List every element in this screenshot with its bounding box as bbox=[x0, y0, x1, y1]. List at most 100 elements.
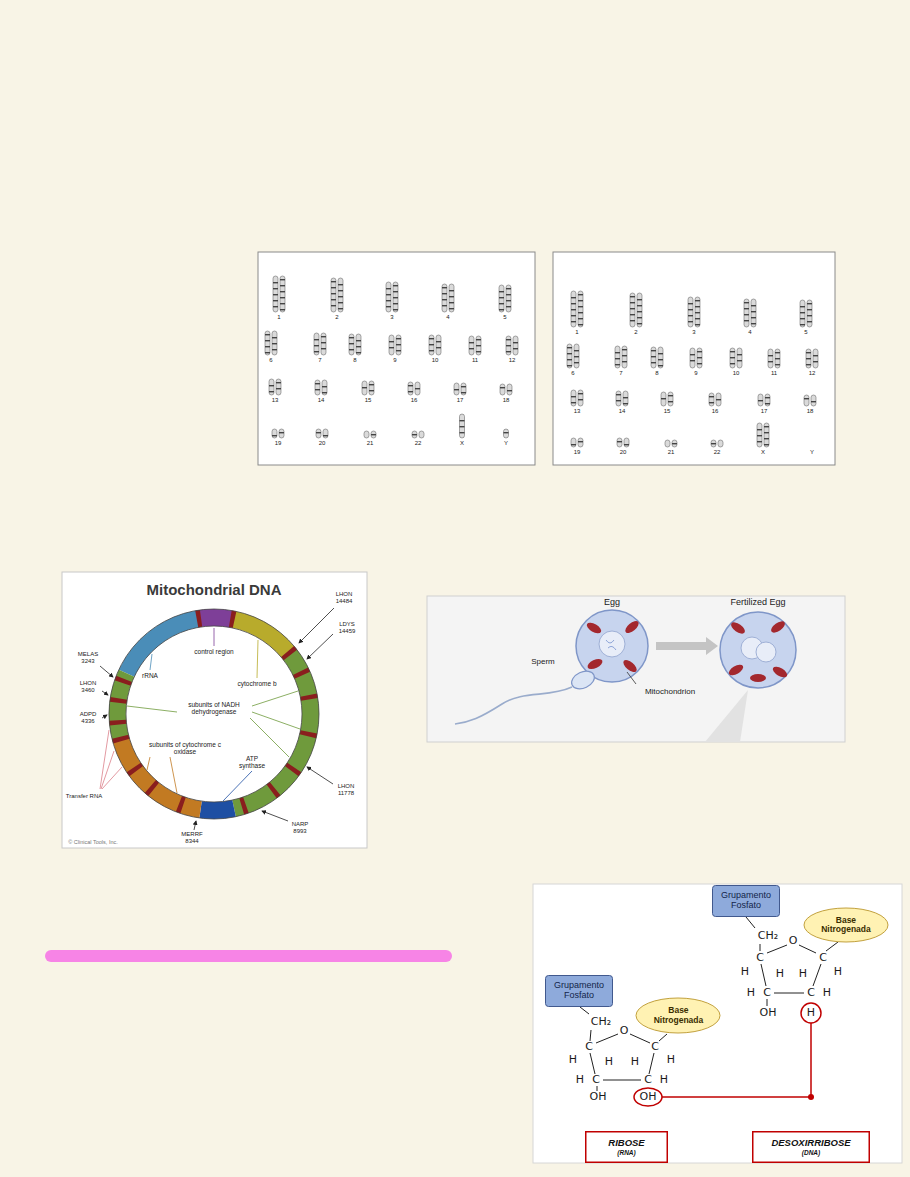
nucleus bbox=[756, 642, 776, 662]
node-text: DESOXIRRIBOSE bbox=[771, 1138, 850, 1148]
chromosome-number: 11 bbox=[771, 370, 777, 377]
chromosome-band bbox=[499, 291, 504, 292]
chromosome bbox=[269, 379, 274, 395]
chromosome bbox=[695, 297, 700, 327]
bond bbox=[590, 1030, 591, 1041]
region-label: control region bbox=[194, 648, 233, 655]
atom-symbol: H bbox=[834, 966, 842, 979]
base-ellipse: Base Nitrogenada bbox=[803, 907, 889, 943]
chromosome-number: 1 bbox=[277, 314, 280, 321]
chromosome bbox=[571, 390, 576, 406]
chromosome bbox=[697, 348, 702, 368]
chromosome-band bbox=[630, 302, 635, 303]
chromosome bbox=[506, 336, 511, 355]
chromosome-band bbox=[461, 386, 466, 387]
chromosome-band bbox=[765, 403, 770, 404]
chromosome-band bbox=[806, 352, 811, 353]
chromosome-band bbox=[272, 435, 277, 436]
chromosome-band bbox=[567, 359, 572, 360]
leader-line bbox=[252, 691, 298, 706]
chromosome-number: 11 bbox=[472, 357, 478, 364]
chromosome bbox=[637, 293, 642, 327]
atom-symbol: OH bbox=[760, 1007, 777, 1020]
chromosome-band bbox=[764, 438, 769, 439]
chromosome-band bbox=[393, 297, 398, 298]
chromosome-band bbox=[280, 309, 285, 310]
node-text: (DNA) bbox=[802, 1149, 820, 1156]
chromosome-band bbox=[499, 297, 504, 298]
mitochondrion bbox=[585, 621, 603, 636]
chromosome-band bbox=[314, 339, 319, 340]
chromosome-band bbox=[758, 400, 763, 401]
chromosome-band bbox=[807, 321, 812, 322]
chromosome-band bbox=[280, 279, 285, 280]
chromosome-band bbox=[813, 361, 818, 362]
chromosome bbox=[369, 381, 374, 395]
chromosome-band bbox=[322, 392, 327, 393]
ellipse-outline bbox=[804, 908, 888, 942]
callout-arrow bbox=[100, 666, 113, 677]
chromosome-band bbox=[695, 306, 700, 307]
chromosome-band bbox=[800, 306, 805, 307]
callout-arrow bbox=[262, 811, 288, 821]
mutation-label: ADPD 4336 bbox=[75, 711, 101, 725]
chromosome-band bbox=[757, 429, 762, 430]
chromosome-band bbox=[393, 291, 398, 292]
chromosome-band bbox=[436, 347, 441, 348]
chromosome-band bbox=[476, 345, 481, 346]
chromosome-band bbox=[513, 348, 518, 349]
chromosome-band bbox=[506, 351, 511, 352]
chromosome-band bbox=[500, 387, 505, 388]
atom-symbol: H bbox=[776, 968, 784, 981]
dna-segment bbox=[293, 667, 310, 678]
mitochondrion bbox=[729, 620, 747, 636]
sugar-label-box: RIBOSE(RNA) bbox=[585, 1131, 668, 1163]
chromosome-band bbox=[321, 336, 326, 337]
mitochondrion bbox=[727, 663, 745, 678]
chromosome bbox=[504, 429, 509, 438]
figure-title: Mitochondrial DNA bbox=[147, 581, 282, 598]
process-arrow bbox=[656, 642, 706, 650]
node-text: (RNA) bbox=[617, 1149, 635, 1156]
chromosome-band bbox=[454, 389, 459, 390]
chromosome bbox=[272, 331, 277, 355]
chromosome-band bbox=[316, 432, 321, 433]
chromosome-band bbox=[668, 395, 673, 396]
chromosome-band bbox=[506, 300, 511, 301]
chromosome-number: Y bbox=[504, 440, 508, 447]
chromosome-number: 3 bbox=[390, 314, 393, 321]
chromosome bbox=[279, 429, 284, 438]
chromosome-number: Y bbox=[810, 449, 814, 456]
chromosome bbox=[811, 395, 816, 406]
chromosome bbox=[622, 346, 627, 368]
atom-symbol: H bbox=[747, 987, 755, 1000]
leader-line bbox=[223, 771, 252, 801]
chromosome bbox=[688, 297, 693, 327]
chromosome-band bbox=[730, 357, 735, 358]
chromosome-band bbox=[637, 299, 642, 300]
chromosome bbox=[265, 331, 270, 355]
chromosome-band bbox=[688, 309, 693, 310]
nucleus bbox=[599, 631, 625, 657]
chromatin bbox=[606, 640, 616, 650]
dna-segment bbox=[229, 611, 237, 629]
chromosome-band bbox=[651, 356, 656, 357]
chromosome bbox=[436, 335, 441, 355]
chromosome-number: 16 bbox=[411, 397, 418, 404]
chromosome-band bbox=[567, 353, 572, 354]
dna-segment bbox=[281, 646, 297, 660]
chromosome-band bbox=[331, 299, 336, 300]
chromosome-band bbox=[389, 347, 394, 348]
chromosome bbox=[804, 395, 809, 406]
chromosome bbox=[364, 431, 369, 438]
chromosome-number: 8 bbox=[655, 370, 658, 377]
chromosome-number: 10 bbox=[432, 357, 439, 364]
chromosome-number: 16 bbox=[712, 408, 719, 415]
chromosome-band bbox=[273, 306, 278, 307]
chromosome-band bbox=[668, 401, 673, 402]
chromosome-band bbox=[615, 358, 620, 359]
chromosome bbox=[571, 291, 576, 327]
chromosome-number: 13 bbox=[574, 408, 581, 415]
chromosomes bbox=[265, 276, 818, 447]
chromosome-band bbox=[757, 435, 762, 436]
